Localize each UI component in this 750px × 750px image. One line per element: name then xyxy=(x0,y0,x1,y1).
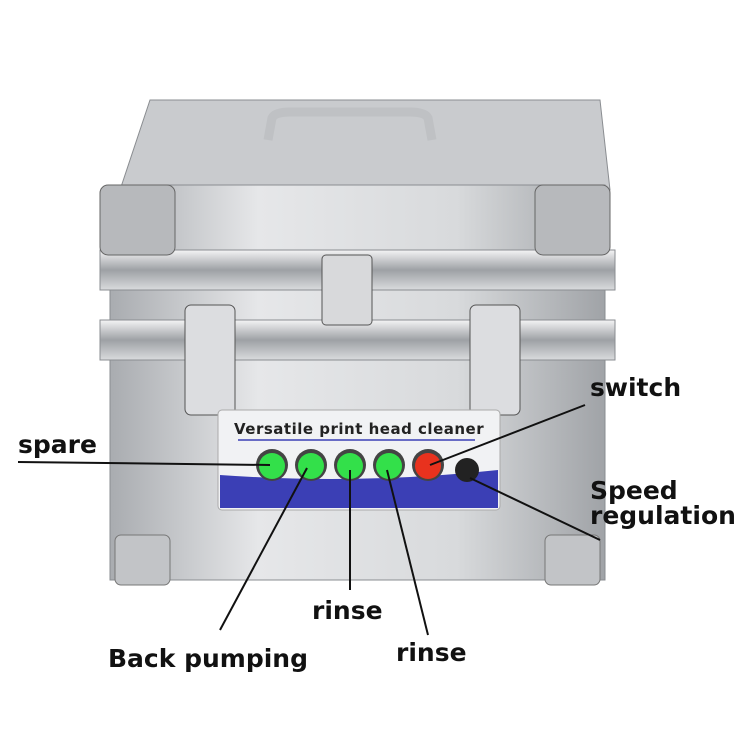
speed-knob xyxy=(455,458,479,482)
case-body xyxy=(109,184,606,581)
panel-button xyxy=(337,453,363,479)
panel-button xyxy=(298,453,324,479)
panel-button xyxy=(376,453,402,479)
callout-regulation: regulation xyxy=(590,501,736,530)
panel-title: Versatile print head cleaner xyxy=(234,420,485,438)
callout-back-pumping: Back pumping xyxy=(108,644,308,673)
callout-lines xyxy=(17,404,601,636)
callout-speed: Speed xyxy=(590,476,678,505)
power-switch-button xyxy=(415,453,441,479)
callout-rinse-1: rinse xyxy=(312,596,383,625)
handle xyxy=(263,107,437,141)
callout-spare: spare xyxy=(18,430,97,459)
callout-switch: switch xyxy=(590,373,682,402)
panel-button xyxy=(259,453,285,479)
callout-rinse-2: rinse xyxy=(396,638,467,667)
case-lid-top xyxy=(119,99,611,191)
